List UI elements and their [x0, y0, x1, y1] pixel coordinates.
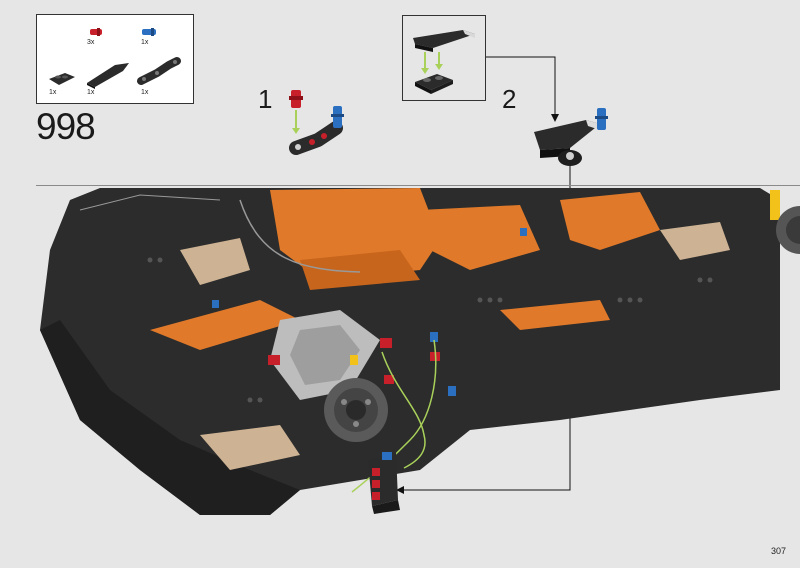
subassembly-illustration — [413, 30, 475, 94]
connector-arrowhead-icon — [551, 114, 559, 122]
wedge-quantity: 1x — [87, 89, 95, 96]
placed-subassembly — [368, 452, 400, 514]
placement-path-1 — [351, 339, 437, 493]
subassembly-connector-line — [486, 56, 556, 118]
red-pin-quantity: 3x — [87, 39, 95, 46]
placement-connector-line — [402, 166, 571, 491]
plate-quantity: 1x — [49, 89, 57, 96]
substep-2-assembly — [534, 108, 608, 166]
step-number: 998 — [36, 106, 96, 147]
substep-label-1: 1 — [258, 84, 273, 114]
plate-piece-icon — [415, 74, 453, 94]
blue-axle-pin-icon — [142, 28, 156, 36]
substep-1-assembly — [289, 90, 344, 155]
car-model — [40, 188, 800, 515]
liftarm-quantity: 1x — [141, 89, 149, 96]
parts-list-box: 3x 1x 1x 1x 1x — [36, 14, 194, 104]
subassembly-callout-box — [402, 15, 486, 101]
parts-illustration — [49, 28, 181, 89]
step-divider-line — [36, 185, 800, 186]
blue-pin-quantity: 1x — [141, 39, 149, 46]
assembly-arrows-icon — [421, 52, 443, 74]
red-pin-icon — [90, 28, 102, 36]
black-wedge-icon — [87, 63, 129, 89]
placement-path-2 — [381, 351, 426, 469]
black-plate-icon — [49, 73, 75, 85]
black-liftarm-icon — [137, 57, 181, 85]
substep-label-2: 2 — [502, 84, 517, 114]
page-number: 307 — [770, 546, 786, 556]
placement-arrowhead-icon — [396, 486, 404, 494]
wedge-piece-icon — [413, 30, 475, 52]
